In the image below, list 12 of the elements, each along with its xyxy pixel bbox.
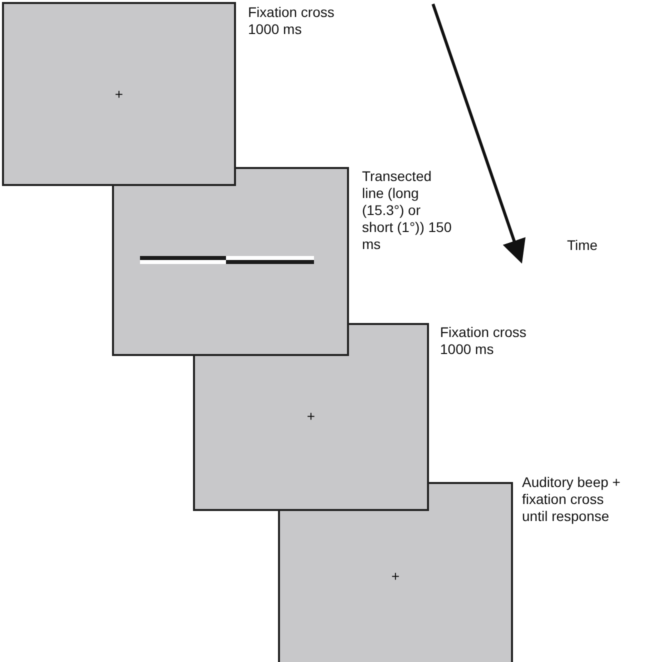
fixation-cross: + — [114, 87, 124, 101]
screen-caption: Auditory beep + fixation cross until response — [522, 474, 622, 525]
screen-panel — [193, 356, 429, 511]
screen-panel — [2, 2, 236, 186]
fixation-cross: + — [391, 569, 400, 583]
fixation-cross: + — [306, 409, 316, 423]
screen-caption: Fixation cross 1000 ms — [440, 324, 528, 358]
screen-panel — [112, 186, 349, 356]
screen-caption: Transected line (long (15.3°) or short (1°)) 150 ms — [362, 168, 453, 253]
screen-panel — [278, 511, 513, 662]
screen-caption: Fixation cross 1000 ms — [248, 4, 336, 38]
axis-label: Time — [567, 237, 598, 254]
